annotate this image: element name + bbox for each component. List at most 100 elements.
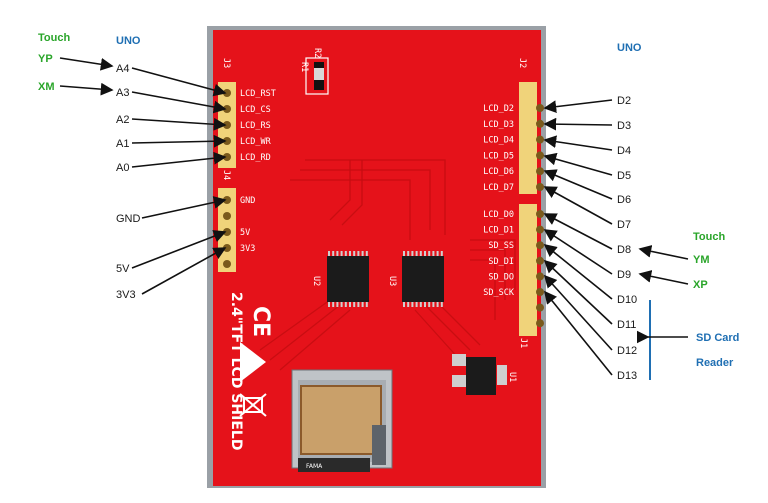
uno-pin-d11: D11 [617, 319, 636, 331]
header-pin-label: LCD_RS [240, 121, 271, 131]
j3-label: J3 [221, 58, 231, 68]
header-pin-label: SD_DO [488, 272, 514, 282]
arrow-touch-yp [59, 57, 114, 71]
ce-mark: CE [248, 306, 273, 337]
j1-label: J1 [518, 338, 528, 348]
arrow-d12 [543, 274, 613, 351]
header-pin-label: GND [240, 196, 255, 206]
uno-pin-gnd: GND [116, 213, 141, 225]
pcb-traces [259, 159, 516, 371]
header-pin-hole [536, 104, 544, 112]
header-pin-hole [536, 319, 544, 328]
uno-pin-a3: A3 [116, 87, 129, 99]
arrow-5v [131, 230, 227, 269]
touch-pin-xp: XP [693, 279, 708, 291]
board-silkscreen-title: 2.4"TFT LCD SHIELD CE [228, 292, 273, 450]
header-pin-hole [536, 288, 544, 296]
u2-label: U2 [311, 276, 321, 286]
uno-pin-3v3: 3V3 [116, 289, 136, 301]
header-pin-label: LCD_D4 [483, 136, 514, 146]
header-pin-hole [223, 260, 231, 268]
arrow-a4 [131, 67, 227, 97]
uno-pin-a4: A4 [116, 63, 129, 75]
header-pin-label: LCD_CS [240, 105, 271, 115]
uno-pin-d8: D8 [617, 244, 631, 256]
r1-label: R1 [299, 62, 309, 72]
uno-pin-d6: D6 [617, 194, 631, 206]
arrow-touch-xp [638, 270, 689, 285]
arrow-a0 [131, 151, 227, 168]
header-pin-label: 5V [240, 228, 250, 238]
u1-label: U1 [507, 372, 517, 382]
arrow-d10 [543, 243, 613, 300]
header-pin-hole [223, 212, 231, 220]
arrow-a1 [131, 134, 227, 148]
header-pin-label: LCD_D3 [483, 120, 514, 130]
header-pin-hole [536, 167, 544, 176]
arrow-d5 [543, 152, 613, 176]
uno-pin-d2: D2 [617, 95, 631, 107]
header-pin-hole [536, 303, 544, 312]
j2-label: J2 [517, 58, 527, 68]
header-pin-label: 3V3 [240, 244, 255, 254]
header-pin-label: LCD_D7 [483, 183, 514, 193]
uno-title-right: UNO [617, 42, 642, 54]
sd-card-label-line1: SD Card [696, 332, 739, 344]
header-pin-label: LCD_D5 [483, 151, 514, 161]
arrow-d13 [543, 290, 613, 376]
uno-pin-d10: D10 [617, 294, 637, 306]
header-pin-hole [536, 241, 544, 250]
arrow-d4 [543, 135, 613, 151]
sd-slot-text: FAMA [306, 463, 323, 470]
header-pin-hole [536, 272, 544, 281]
resistor-area: R1 R2 [299, 48, 329, 95]
arrow-d7 [543, 186, 613, 225]
header-pin-hole [536, 151, 544, 160]
header-pin-hole [536, 225, 544, 234]
uno-pin-d7: D7 [617, 219, 631, 231]
touch-title-right: Touch [693, 231, 725, 243]
touch-pin-xm: XM [38, 81, 55, 93]
uno-pin-d13: D13 [617, 370, 637, 382]
arrow-d6 [543, 169, 613, 200]
arrow-d9 [543, 229, 613, 275]
arrow-3v3 [141, 247, 227, 295]
header-pin-label: SD_SS [488, 241, 514, 251]
arrow-d3 [543, 117, 613, 131]
touch-pin-yp: YP [38, 53, 53, 65]
header-pin-label: LCD_RST [240, 89, 276, 99]
uno-pin-d12: D12 [617, 345, 637, 357]
chip-u3: U3 [387, 251, 444, 307]
r2-label: R2 [312, 48, 322, 58]
uno-pin-d4: D4 [617, 145, 631, 157]
header-pin-label: LCD_D6 [483, 167, 514, 177]
uno-pin-a1: A1 [116, 138, 129, 150]
header-pin-label: SD_SCK [483, 288, 515, 298]
arrow-d8 [543, 213, 613, 250]
header-pin-hole [536, 119, 544, 128]
arrow-a2 [131, 117, 227, 131]
touch-pin-ym: YM [693, 254, 710, 266]
header-pin-hole [536, 210, 544, 218]
uno-pin-d9: D9 [617, 269, 631, 281]
sd-card-label-line2: Reader [696, 357, 734, 369]
arrow-gnd [141, 196, 227, 219]
header-pin-hole [536, 183, 544, 191]
header-pin-hole [536, 256, 544, 265]
header-pin-label: LCD_D2 [483, 104, 514, 114]
uno-pin-5v: 5V [116, 263, 130, 275]
touch-title-left: Touch [38, 32, 70, 44]
arrow-touch-ym [638, 245, 689, 260]
header-pin-label: LCD_D0 [483, 210, 514, 220]
u3-label: U3 [387, 276, 397, 286]
arrow-d2 [543, 99, 613, 114]
esd-warning-icon [240, 342, 266, 382]
uno-pin-a0: A0 [116, 162, 129, 174]
board-title: 2.4"TFT LCD SHIELD [228, 292, 244, 450]
arrow-d11 [543, 259, 613, 325]
arrow-touch-xm [59, 82, 114, 96]
uno-pin-d3: D3 [617, 120, 631, 132]
pinout-annotations: A4YPA3XMA2A1A0GND5V3V3D2D3D4D5D6D7D8YMD9… [38, 53, 710, 382]
